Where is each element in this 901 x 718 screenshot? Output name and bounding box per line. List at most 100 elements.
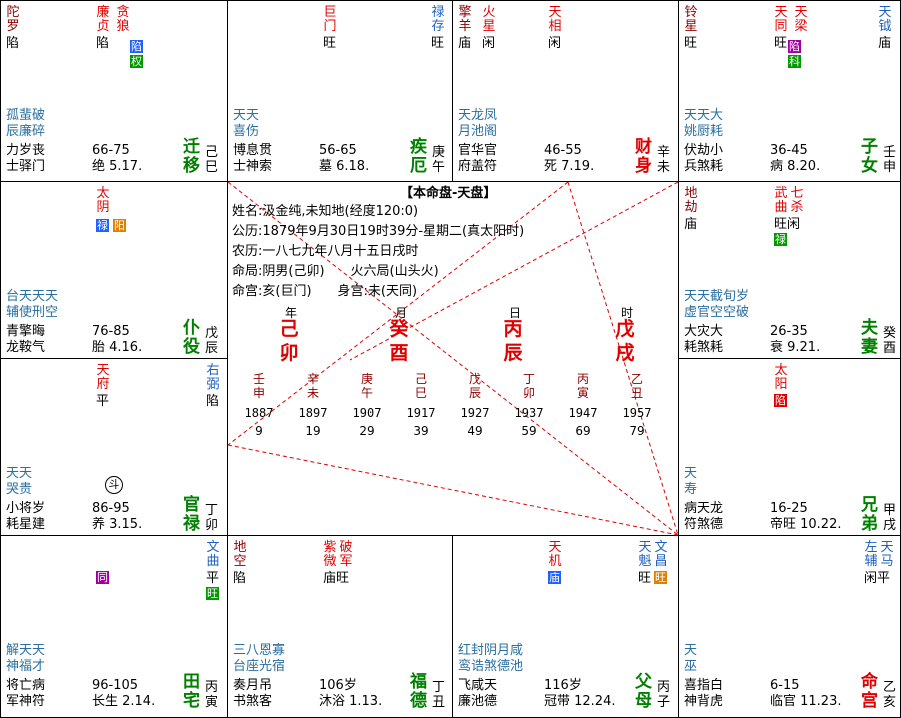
age-range: 16-25	[770, 501, 808, 516]
age-range: 56-65	[319, 143, 357, 158]
age-range: 66-75	[92, 143, 130, 158]
transform-badge: 科	[788, 55, 801, 68]
minor-stars: 解天天	[6, 643, 46, 658]
life-stage: 冠带 12.24.	[544, 694, 616, 709]
heavenly-stem: 丁卯	[205, 503, 219, 533]
gods: 病天龙	[684, 501, 724, 516]
star-brightness: 庙	[878, 36, 892, 51]
minor-stars: 孤蜚破	[6, 108, 46, 123]
age-range: 116岁	[544, 678, 582, 693]
transform-badge: 陷	[788, 40, 801, 53]
gods: 飞咸天	[458, 678, 498, 693]
decade-year: 1917	[406, 406, 436, 420]
gods: 廉池德	[458, 694, 498, 709]
main-star: 文曲	[206, 540, 220, 569]
sanfang-line	[227, 181, 569, 446]
age-range: 46-55	[544, 143, 582, 158]
star-brightness: 旺	[774, 36, 788, 51]
age-range: 6-15	[770, 678, 800, 693]
decade-gz: 卯	[522, 386, 535, 400]
gods: 府盖符	[458, 159, 498, 174]
gods: 符煞德	[684, 517, 724, 532]
decade-gz: 辰	[468, 386, 481, 400]
star-brightness: 旺	[638, 571, 652, 586]
main-star: 陀罗	[6, 5, 20, 34]
star-brightness: 平	[96, 394, 110, 409]
info-line: 农历:一八七九年八月十五日戌时	[232, 244, 419, 259]
transform-badge: 禄	[774, 233, 787, 246]
gods: 龙鞍气	[6, 340, 46, 355]
gods: 神背虎	[684, 694, 724, 709]
main-star: 天同	[774, 5, 788, 34]
decade-gz: 巳	[414, 386, 427, 400]
grid-line	[0, 358, 227, 359]
palace-name: 田宅	[183, 672, 200, 711]
decade-gz: 寅	[576, 386, 589, 400]
life-stage: 胎 4.16.	[92, 340, 143, 355]
life-stage: 临官 11.23.	[770, 694, 842, 709]
decade-gz: 己	[414, 372, 427, 386]
heavenly-stem: 丙子	[657, 680, 671, 710]
transform-badge: 陷	[774, 394, 787, 407]
decade-gz: 辛	[306, 372, 319, 386]
age-range: 76-85	[92, 324, 130, 339]
star-brightness: 陷	[6, 36, 20, 51]
main-star: 天相	[548, 5, 562, 34]
star-brightness: 旺	[684, 36, 698, 51]
life-stage: 沐浴 1.13.	[319, 694, 383, 709]
grid-line	[678, 0, 679, 718]
minor-stars: 天天截旬岁	[684, 289, 750, 304]
pillar-stem: 癸	[389, 318, 409, 340]
gods: 耗星建	[6, 517, 46, 532]
minor-stars: 神福才	[6, 659, 46, 674]
main-star: 武曲	[774, 186, 788, 215]
main-star: 地劫	[684, 186, 698, 215]
minor-stars: 辰廉碎	[6, 124, 46, 139]
star-brightness: 平	[206, 571, 220, 586]
life-stage: 养 3.15.	[92, 517, 143, 532]
palace-name: 父母	[635, 672, 652, 711]
decade-year: 1887	[244, 406, 274, 420]
decade-year: 1957	[622, 406, 652, 420]
pillar-branch: 辰	[503, 342, 523, 364]
minor-stars: 月池阁	[458, 124, 498, 139]
info-line: 姓名:汲金纯,未知地(经度120:0)	[232, 204, 419, 219]
gods: 军神符	[6, 694, 46, 709]
decade-year: 1927	[460, 406, 490, 420]
minor-stars: 哭贵	[6, 482, 33, 497]
chart-title: 【本命盘-天盘】	[400, 186, 497, 201]
decade-age: 79	[629, 424, 645, 438]
heavenly-stem: 辛未	[657, 145, 671, 175]
info-line: 命局:阴男(己卯) 火六局(山头火)	[232, 264, 439, 279]
star-brightness: 闲	[482, 36, 496, 51]
heavenly-stem: 甲戌	[883, 503, 897, 533]
pillar-branch: 卯	[279, 342, 299, 364]
age-range: 106岁	[319, 678, 357, 693]
transform-badge: 旺	[206, 587, 219, 600]
minor-stars: 姚厨耗	[684, 124, 724, 139]
gods: 力岁丧	[6, 143, 46, 158]
decade-year: 1937	[514, 406, 544, 420]
main-star: 太阴	[96, 186, 110, 215]
decade-age: 9	[255, 424, 263, 438]
info-line: 公历:1879年9月30日19时39分-星期二(真太阳时)	[232, 224, 525, 239]
sanfang-line	[227, 181, 679, 536]
transform-badge: 同	[96, 571, 109, 584]
transform-badge: 阳	[113, 219, 126, 232]
main-star: 天府	[96, 363, 110, 392]
main-star: 地空	[233, 540, 247, 569]
gods: 大灾大	[684, 324, 724, 339]
heavenly-stem: 己巳	[205, 145, 219, 175]
pillar-branch: 酉	[389, 342, 409, 364]
pillar-label: 月	[394, 306, 407, 320]
main-star: 右弼	[206, 363, 220, 392]
decade-age: 29	[359, 424, 375, 438]
minor-stars: 辅使刑空	[6, 305, 59, 320]
life-stage: 死 7.19.	[544, 159, 595, 174]
heavenly-stem: 壬申	[883, 145, 897, 175]
minor-stars: 天天	[6, 466, 33, 481]
main-star: 紫微	[323, 540, 337, 569]
decade-year: 1907	[352, 406, 382, 420]
star-brightness: 庙	[458, 36, 472, 51]
grid-line	[0, 0, 1, 718]
